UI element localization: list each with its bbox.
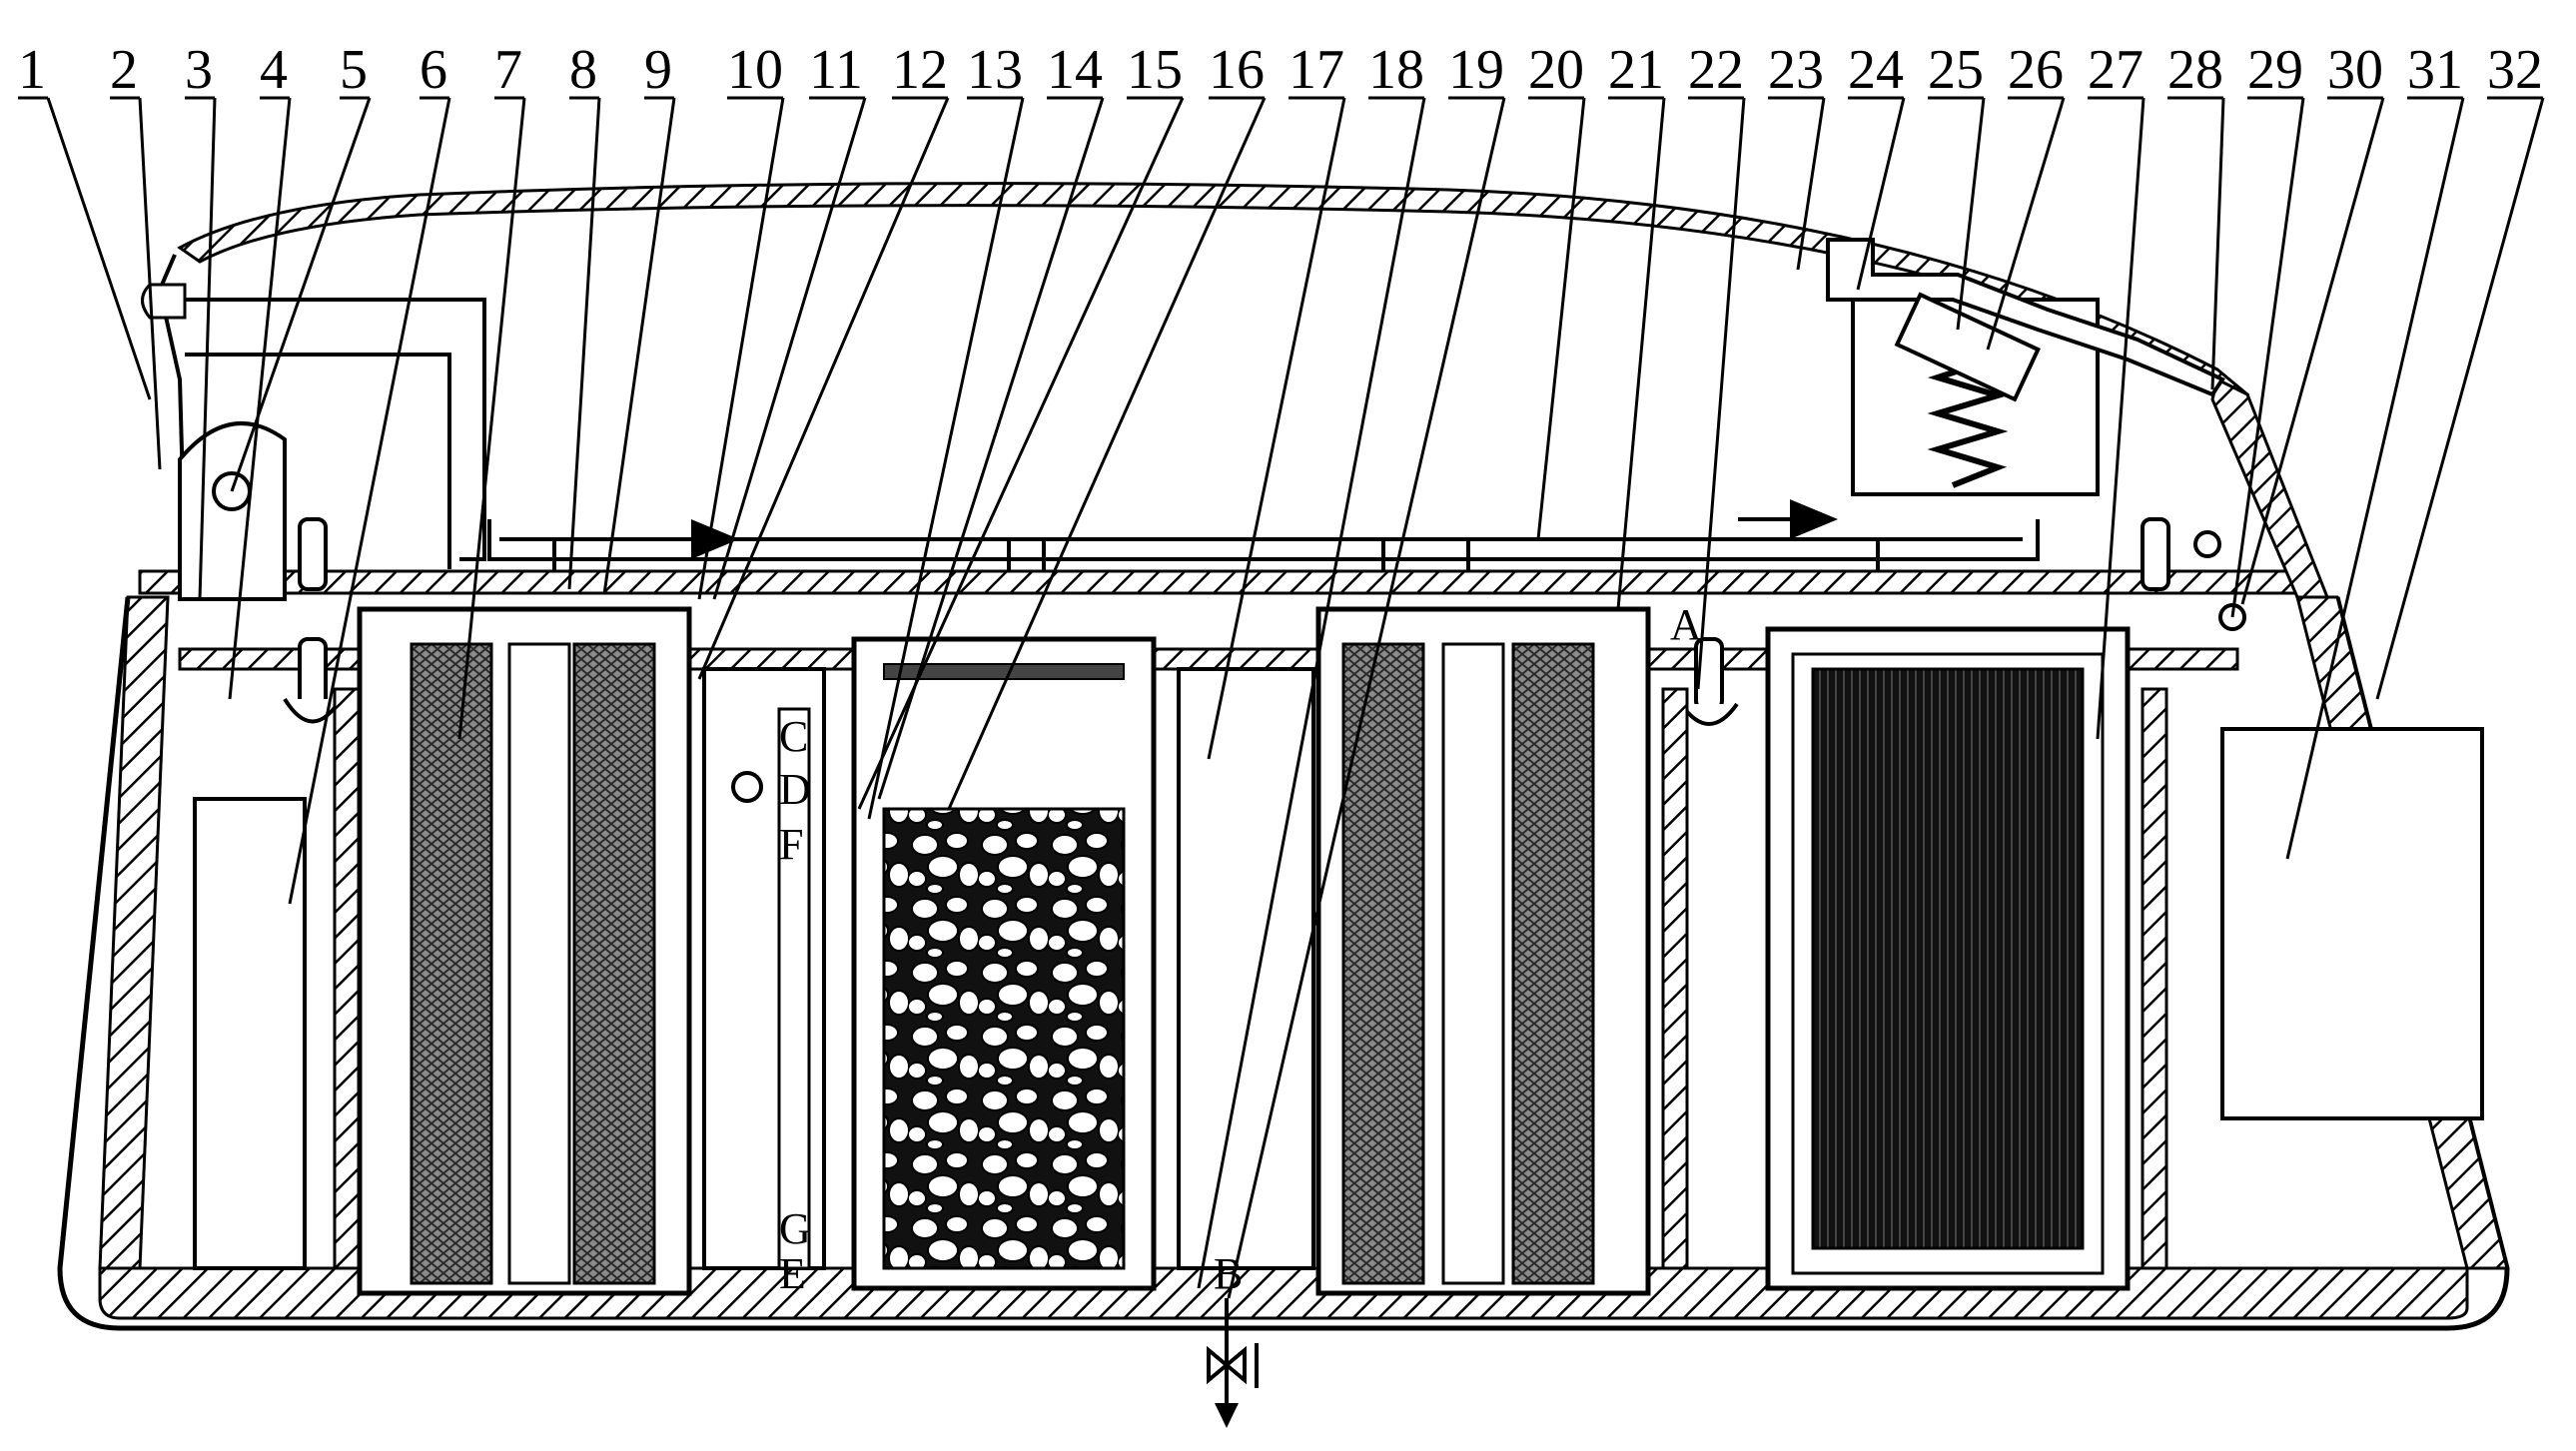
drain-valve [1207, 1298, 1259, 1428]
leader-line-27 [2096, 97, 2146, 740]
part-label-18: 18 [1368, 39, 1424, 101]
part-label-17: 17 [1288, 39, 1344, 101]
leader-line-23 [1796, 97, 1826, 271]
leader-line-31 [2285, 97, 2465, 860]
part-label-30: 30 [2327, 39, 2383, 101]
filter-canister-2 [1315, 606, 1651, 1296]
front-hinge [178, 421, 287, 601]
leader-line-15 [857, 97, 1185, 810]
leader-line-19 [1227, 97, 1506, 1299]
part-label-9: 9 [644, 39, 672, 101]
port-label-f: F [779, 820, 803, 869]
part-label-11: 11 [809, 39, 863, 101]
part-label-20: 20 [1528, 39, 1584, 101]
carbon-canister [1765, 626, 2131, 1291]
leader-line-10 [697, 97, 785, 600]
mineral-stone-canister [851, 636, 1157, 1291]
carbon-outer-wall [2141, 687, 2168, 1270]
level-float [731, 771, 763, 803]
leader-line-32 [2375, 97, 2545, 700]
part-label-24: 24 [1848, 39, 1904, 101]
part-label-12: 12 [892, 39, 948, 101]
leader-line-21 [1616, 97, 1666, 610]
filter-canister-1 [357, 606, 692, 1296]
leader-line-12 [697, 97, 950, 680]
port-label-e: E [779, 1249, 806, 1298]
front-latch [141, 283, 187, 320]
side-wall-hatched-left [333, 687, 361, 1270]
part-label-22: 22 [1688, 39, 1744, 101]
part-label-6: 6 [420, 39, 447, 101]
leader-line-8 [567, 97, 601, 590]
housing-left-wall [98, 595, 170, 1270]
part-label-31: 31 [2407, 39, 2463, 101]
leader-line-4 [228, 97, 292, 700]
leader-line-20 [1536, 97, 1586, 540]
part-label-4: 4 [260, 39, 288, 101]
leader-lines [46, 97, 2545, 1299]
leader-line-1 [46, 97, 152, 400]
part-label-5: 5 [340, 39, 368, 101]
leader-line-26 [1986, 97, 2066, 351]
part-label-28: 28 [2167, 39, 2223, 101]
part-label-23: 23 [1768, 39, 1824, 101]
leader-line-5 [230, 97, 372, 492]
leader-line-7 [457, 97, 526, 740]
pump-piston [1894, 292, 2041, 402]
part-label-8: 8 [569, 39, 597, 101]
part-label-3: 3 [185, 39, 213, 101]
leader-line-9 [602, 97, 676, 595]
part-label-10: 10 [727, 39, 783, 101]
part-label-14: 14 [1047, 39, 1103, 101]
deck-plate [138, 569, 2299, 595]
lid-rear [2210, 376, 2330, 599]
float-valves [283, 517, 2246, 726]
right-compartment [2220, 727, 2484, 1120]
part-label-27: 27 [2088, 39, 2144, 101]
leader-line-2 [138, 97, 162, 470]
upper-pipework [185, 298, 2040, 571]
port-label-g: G [779, 1204, 811, 1253]
part-label-21: 21 [1608, 39, 1664, 101]
port-label-c: C [779, 712, 808, 761]
part-label-19: 19 [1448, 39, 1504, 101]
leader-line-6 [288, 97, 451, 905]
leader-line-16 [947, 97, 1267, 810]
leader-line-17 [1207, 97, 1346, 760]
part-label-7: 7 [494, 39, 522, 101]
leader-line-29 [2230, 97, 2305, 618]
port-label-a: A [1670, 600, 1702, 649]
part-label-26: 26 [2008, 39, 2064, 101]
part-label-16: 16 [1209, 39, 1265, 101]
port-label-b: B [1214, 1249, 1243, 1298]
level-tube [777, 707, 811, 1270]
part-label-1: 1 [18, 39, 46, 101]
leader-line-13 [867, 97, 1025, 820]
part-label-29: 29 [2247, 39, 2303, 101]
leader-line-28 [2210, 97, 2225, 390]
leader-line-18 [1197, 97, 1426, 1289]
part-label-13: 13 [967, 39, 1023, 101]
flow-channel-2 [1177, 667, 1315, 1270]
leader-line-3 [198, 97, 217, 600]
side-wall-hatched [1661, 687, 1689, 1270]
leader-line-22 [1696, 97, 1746, 690]
left-compartment [193, 797, 307, 1270]
leader-line-24 [1856, 97, 1906, 291]
housing-outer-left [57, 596, 2510, 1331]
leader-line-11 [712, 97, 867, 600]
part-label-15: 15 [1127, 39, 1183, 101]
part-label-2: 2 [110, 39, 138, 101]
part-label-32: 32 [2487, 39, 2543, 101]
leader-line-25 [1956, 97, 1986, 331]
part-label-25: 25 [1928, 39, 1984, 101]
leader-line-30 [2240, 97, 2385, 605]
port-label-d: D [779, 765, 811, 814]
